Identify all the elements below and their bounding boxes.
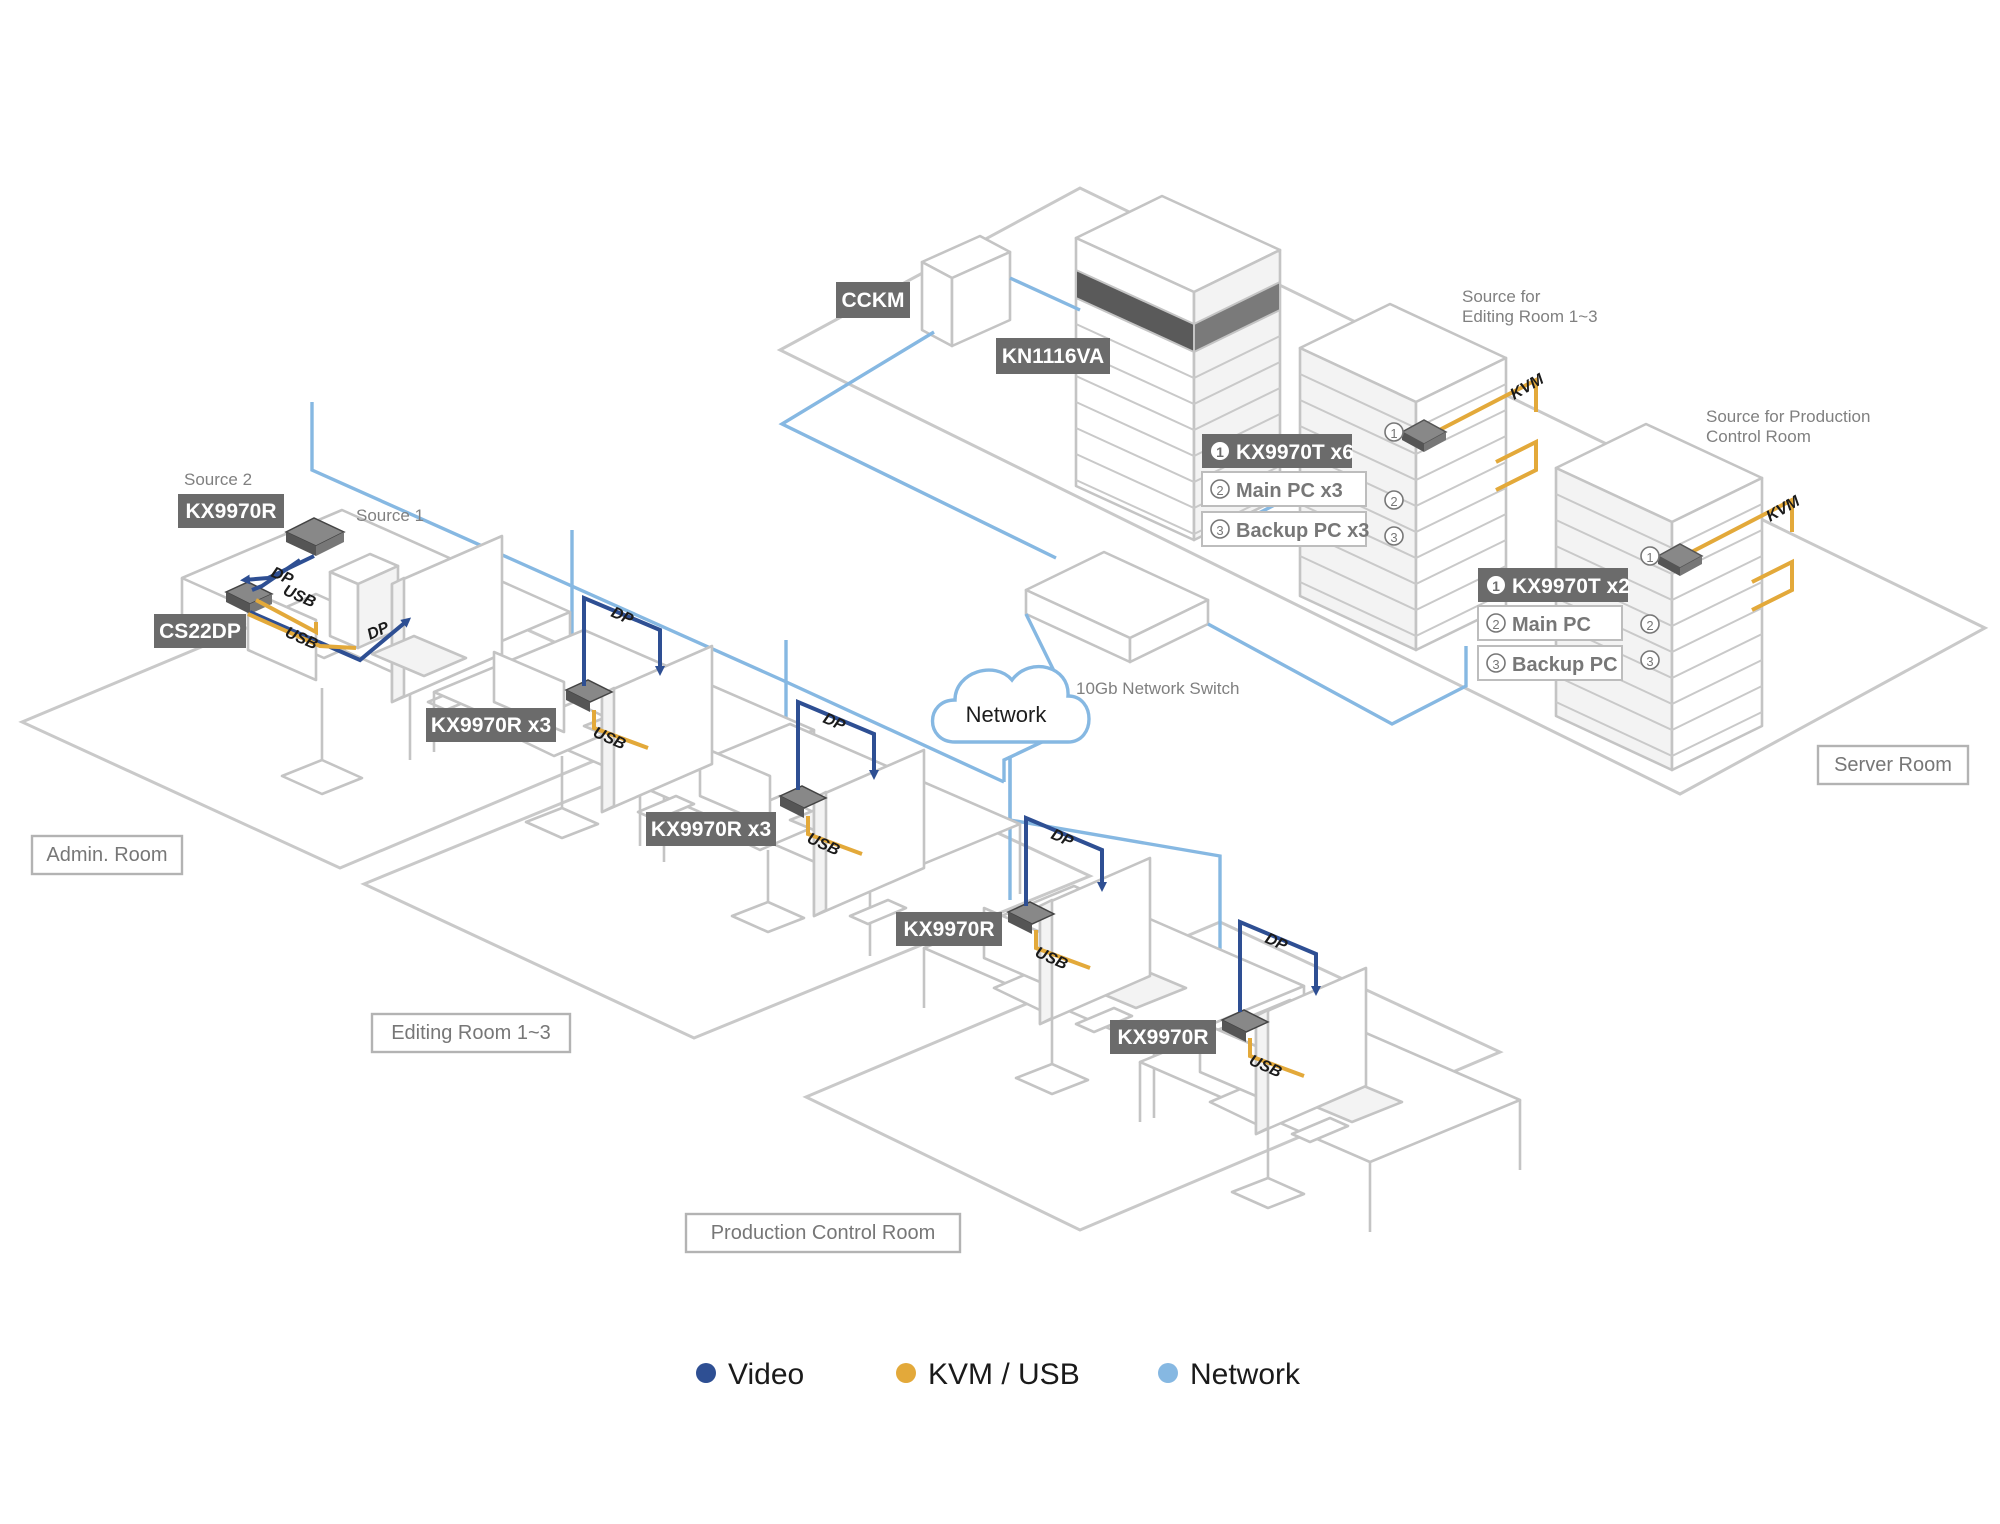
tag-main-pc-x3: 2 Main PC x3 xyxy=(1201,471,1367,507)
production-cables xyxy=(1024,814,1321,1078)
cckm-appliance xyxy=(920,234,1012,348)
admin-pc-tower xyxy=(328,552,400,650)
tag-production-rx-2: KX9970R xyxy=(1110,1020,1216,1054)
rack-shelf-line xyxy=(1075,401,1281,458)
svg-text:Editing Room 1~3: Editing Room 1~3 xyxy=(391,1022,551,1044)
rack-shelf-line xyxy=(1075,375,1281,432)
svg-text:1: 1 xyxy=(1216,444,1224,460)
svg-text:3: 3 xyxy=(1390,530,1397,545)
editing-receivers xyxy=(564,679,828,818)
svg-text:KX9970R x3: KX9970R x3 xyxy=(431,714,551,737)
rack-shelf-line xyxy=(1299,399,1507,456)
admin-kx9970r-unit xyxy=(284,517,346,556)
svg-text:Backup PC: Backup PC xyxy=(1512,654,1618,676)
rack-shelf-line xyxy=(1555,519,1763,576)
rack-shelf-line xyxy=(1555,701,1763,758)
source-2-note: Source 2 xyxy=(184,470,252,489)
svg-text:Backup PC x3: Backup PC x3 xyxy=(1236,520,1369,542)
svg-text:Server Room: Server Room xyxy=(1834,754,1952,776)
svg-text:2: 2 xyxy=(1492,617,1499,632)
svg-text:KX9970R x3: KX9970R x3 xyxy=(651,818,771,841)
server-kvm-links xyxy=(1423,376,1794,612)
production-receivers xyxy=(1006,901,1270,1042)
admin-keyboard xyxy=(370,634,468,678)
switch-note: 10Gb Network Switch xyxy=(1076,679,1239,698)
svg-text:Production Control Room: Production Control Room xyxy=(711,1222,936,1244)
rack-shelf-line xyxy=(1555,623,1763,680)
rack-shelf-line xyxy=(1299,555,1507,612)
rack-shelf-line xyxy=(1299,451,1507,508)
svg-text:3: 3 xyxy=(1216,523,1223,538)
legend-video: Video xyxy=(696,1358,804,1391)
admin-cables xyxy=(240,554,412,663)
tag-editing-rx-2: KX9970R x3 xyxy=(646,812,776,846)
svg-text:Control Room: Control Room xyxy=(1706,427,1811,446)
svg-text:KX9970R: KX9970R xyxy=(903,918,994,941)
tag-main-pc: 2 Main PC xyxy=(1477,605,1623,641)
svg-text:Source for Production: Source for Production xyxy=(1706,407,1870,426)
network-switch xyxy=(1024,550,1210,664)
svg-text:KX9970R: KX9970R xyxy=(185,500,276,523)
svg-text:Main PC x3: Main PC x3 xyxy=(1236,480,1343,502)
svg-text:3: 3 xyxy=(1492,657,1499,672)
tag-backup-pc: 3 Backup PC xyxy=(1477,645,1623,681)
svg-text:Source for: Source for xyxy=(1462,287,1541,306)
room-label-admin: Admin. Room xyxy=(30,834,184,876)
svg-text:Video: Video xyxy=(728,1358,804,1391)
svg-text:KVM / USB: KVM / USB xyxy=(928,1358,1080,1391)
legend-network: Network xyxy=(1158,1358,1301,1391)
kvm-label: KVM xyxy=(1764,493,1804,526)
tag-admin-kx9970r: KX9970R xyxy=(178,494,284,528)
rack-shelf-line xyxy=(1299,529,1507,586)
editing-cables xyxy=(582,594,879,856)
svg-text:Network: Network xyxy=(1190,1358,1301,1391)
dp-label: DP xyxy=(608,604,636,629)
tag-editing-rx-1: KX9970R x3 xyxy=(426,708,556,742)
legend: Video KVM / USB Network xyxy=(696,1358,1301,1391)
rack-markers: 1 2 3 1 2 3 xyxy=(1384,422,1660,670)
rack-shelf-line xyxy=(1555,545,1763,602)
kvm-label: KVM xyxy=(1508,371,1548,404)
svg-text:Main PC: Main PC xyxy=(1512,614,1591,636)
svg-text:1: 1 xyxy=(1646,550,1653,565)
rack-shelf-line xyxy=(1075,323,1281,380)
svg-text:Editing Room 1~3: Editing Room 1~3 xyxy=(1462,307,1598,326)
source-production-note: Source for Production Control Room xyxy=(1706,407,1870,446)
tag-kn1116va: KN1116VA xyxy=(996,338,1110,374)
room-label-production: Production Control Room xyxy=(684,1212,962,1254)
rack-shelf-line xyxy=(1299,581,1507,638)
legend-kvm-usb: KVM / USB xyxy=(896,1358,1080,1391)
kx9970t-unit-editing xyxy=(1400,419,1448,452)
rack-shelf-line xyxy=(1555,675,1763,732)
room-label-editing: Editing Room 1~3 xyxy=(370,1012,572,1054)
svg-text:KX9970R: KX9970R xyxy=(1117,1026,1208,1049)
tag-backup-pc-x3: 3 Backup PC x3 xyxy=(1201,511,1369,547)
kx9970t-unit-production xyxy=(1656,543,1704,576)
svg-text:2: 2 xyxy=(1390,494,1397,509)
svg-text:CS22DP: CS22DP xyxy=(159,620,241,643)
room-label-server: Server Room xyxy=(1816,744,1970,786)
svg-text:1: 1 xyxy=(1390,426,1397,441)
tag-kx9970t-x2: 1 KX9970T x2 xyxy=(1478,568,1630,602)
svg-text:1: 1 xyxy=(1492,578,1500,594)
network-cloud-label: Network xyxy=(966,702,1048,727)
network-cloud: Network xyxy=(930,664,1091,744)
svg-text:3: 3 xyxy=(1646,654,1653,669)
svg-text:2: 2 xyxy=(1216,483,1223,498)
source-editing-note: Source for Editing Room 1~3 xyxy=(1462,287,1598,326)
svg-text:KX9970T x6: KX9970T x6 xyxy=(1236,441,1354,464)
svg-text:CCKM: CCKM xyxy=(842,289,905,312)
svg-text:2: 2 xyxy=(1646,618,1653,633)
svg-text:KN1116VA: KN1116VA xyxy=(1002,345,1104,368)
rack-shelf-line xyxy=(1075,349,1281,406)
tag-kx9970t-x6: 1 KX9970T x6 xyxy=(1202,434,1354,468)
source-1-note: Source 1 xyxy=(356,506,424,525)
svg-text:KX9970T x2: KX9970T x2 xyxy=(1512,575,1630,598)
svg-text:Admin. Room: Admin. Room xyxy=(46,844,167,866)
tag-cs22dp: CS22DP xyxy=(154,614,246,648)
tag-cckm: CCKM xyxy=(836,282,910,318)
tag-production-rx-1: KX9970R xyxy=(896,912,1002,946)
